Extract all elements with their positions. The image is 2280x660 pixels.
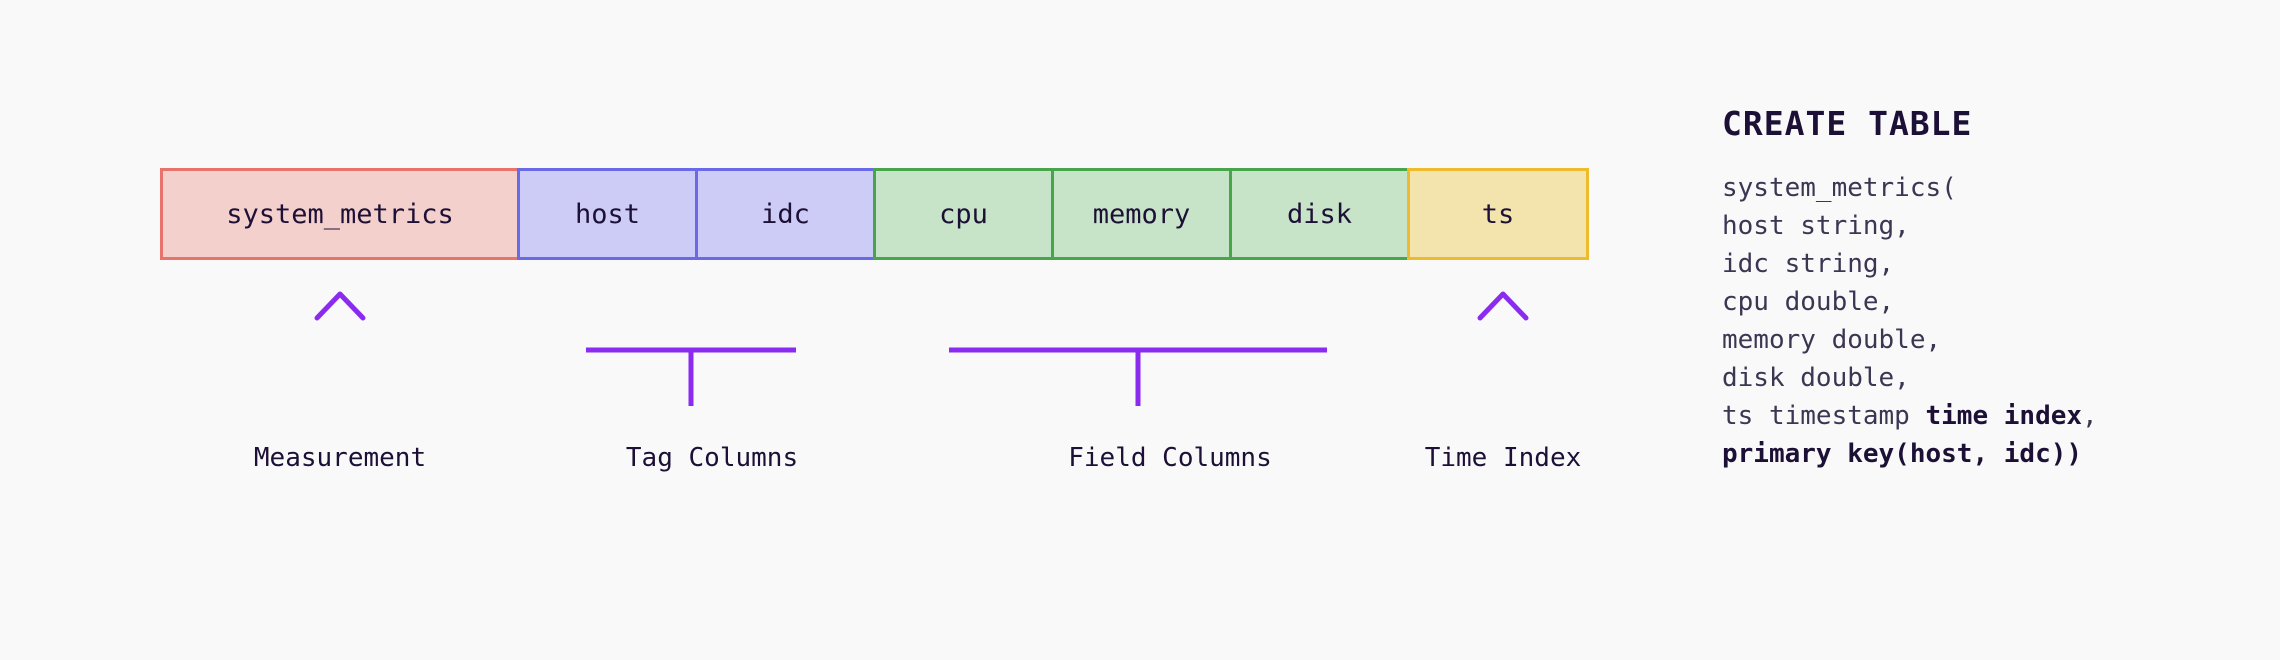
sql-line: ts timestamp time index, xyxy=(1722,397,2098,435)
column-cell-cpu[interactable]: cpu xyxy=(873,168,1054,260)
sql-snippet: CREATE TABLE system_metrics(host string,… xyxy=(1722,104,2098,473)
sql-text: , xyxy=(2082,401,2098,431)
column-cell-idc[interactable]: idc xyxy=(695,168,876,260)
time-index-arrow-connector xyxy=(1477,291,1529,398)
annotation-label-tag-columns: Tag Columns xyxy=(625,443,799,473)
sql-keyword: primary key(host, idc)) xyxy=(1722,439,2083,469)
column-label: idc xyxy=(761,198,810,230)
sql-body: system_metrics(host string, idc string, cp… xyxy=(1722,169,2098,473)
tag-columns-bracket-connector xyxy=(585,296,797,406)
field-columns-bracket-connector xyxy=(948,296,1328,406)
column-cell-memory[interactable]: memory xyxy=(1051,168,1232,260)
column-cell-disk[interactable]: disk xyxy=(1229,168,1410,260)
sql-text: host string, xyxy=(1722,211,1910,241)
sql-keyword: time index xyxy=(1925,401,2083,431)
column-cell-ts[interactable]: ts xyxy=(1407,168,1589,260)
annotation-label-measurement: Measurement xyxy=(253,443,427,473)
sql-title: CREATE TABLE xyxy=(1722,104,1973,143)
sql-text: memory double, xyxy=(1722,325,1942,355)
sql-line: cpu double, xyxy=(1722,283,2098,321)
column-label: ts xyxy=(1481,198,1515,230)
annotation-label-field-columns: Field Columns xyxy=(1068,443,1272,473)
sql-line: disk double, xyxy=(1722,359,2098,397)
column-label: host xyxy=(574,198,641,230)
column-label: cpu xyxy=(939,198,988,230)
column-label: memory xyxy=(1092,198,1191,230)
sql-line: system_metrics( xyxy=(1722,169,2098,207)
sql-text: system_metrics( xyxy=(1722,173,1957,203)
schema-strip: system_metrics host idc cpu memory disk … xyxy=(160,168,1589,260)
sql-text: ts timestamp xyxy=(1722,401,1926,431)
sql-text: disk double, xyxy=(1722,363,1910,393)
measurement-arrow-connector xyxy=(314,291,366,398)
column-cell-host[interactable]: host xyxy=(517,168,698,260)
sql-line: primary key(host, idc)) xyxy=(1722,435,2098,473)
column-label: disk xyxy=(1286,198,1353,230)
sql-line: idc string, xyxy=(1722,245,2098,283)
annotation-label-time-index: Time Index xyxy=(1424,443,1582,473)
column-cell-measurement[interactable]: system_metrics xyxy=(160,168,520,260)
sql-text: cpu double, xyxy=(1722,287,1895,317)
sql-text: idc string, xyxy=(1722,249,1895,279)
sql-line: host string, xyxy=(1722,207,2098,245)
sql-line: memory double, xyxy=(1722,321,2098,359)
column-label: system_metrics xyxy=(226,198,454,230)
